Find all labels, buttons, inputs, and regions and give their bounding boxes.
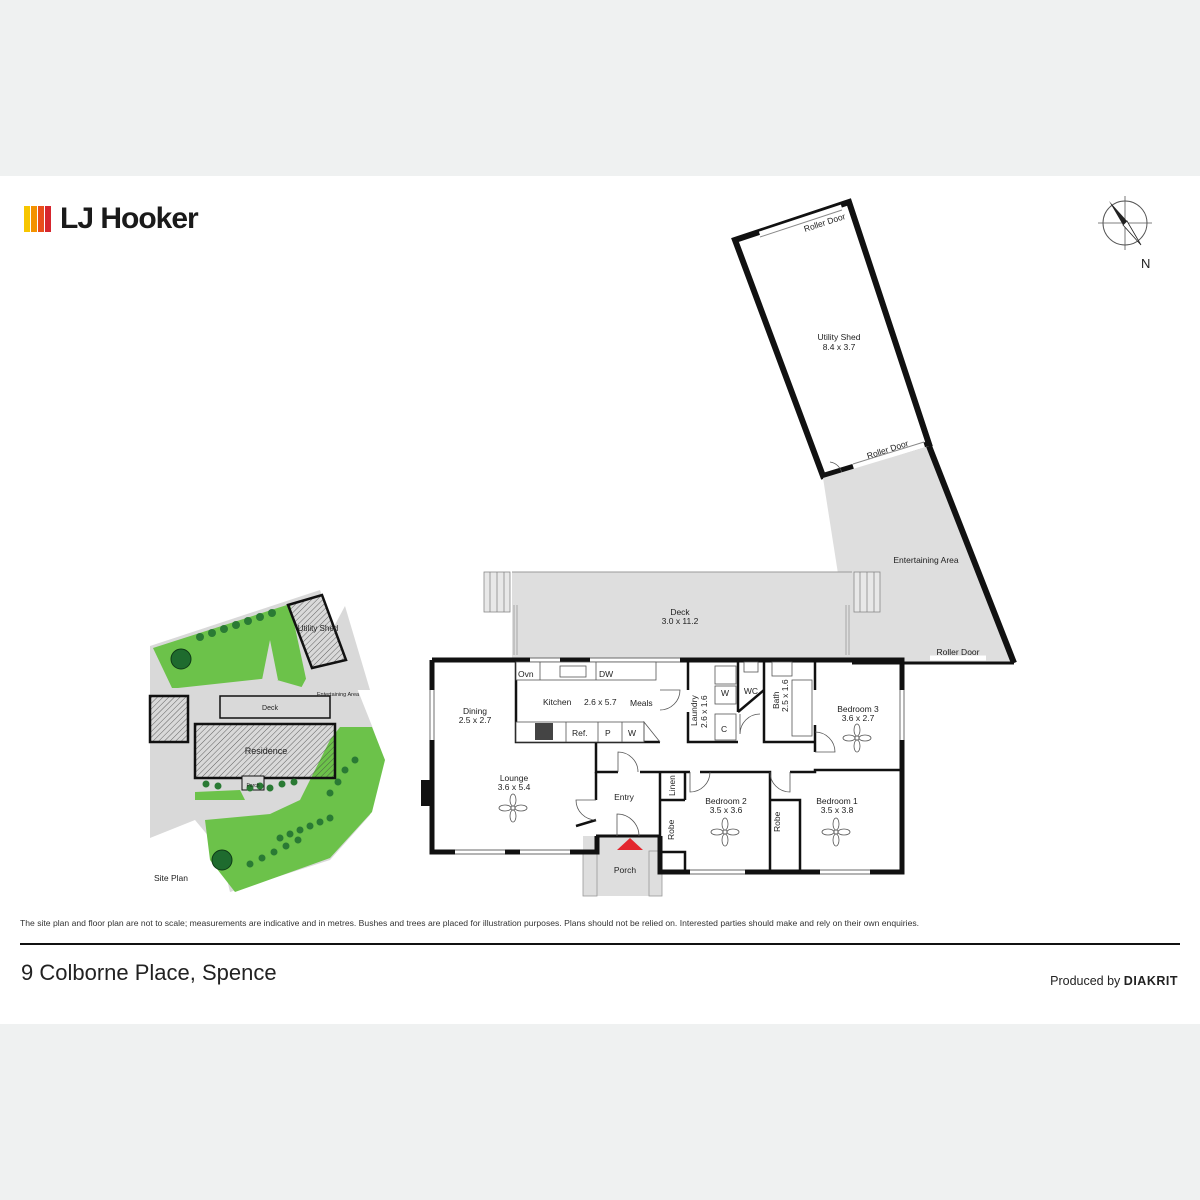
fixture-label: Ref. — [572, 728, 588, 738]
disclaimer-text: The site plan and floor plan are not to … — [20, 918, 920, 928]
fixture-label: Ovn — [518, 669, 534, 679]
site-label: Utility Shed — [298, 624, 338, 633]
room-dims: 2.6 x 5.7 — [584, 697, 617, 707]
site-label: Entertaining Area — [317, 692, 360, 698]
fixture-label: DW — [599, 669, 613, 679]
brand-name: LJ Hooker — [60, 202, 199, 235]
brand-logo: LJ Hooker — [24, 202, 199, 235]
logo-stripe — [31, 206, 37, 232]
fixture-label: Robe — [772, 811, 782, 832]
compass-icon: N — [1098, 196, 1152, 271]
basin-icon — [771, 661, 793, 677]
credit-company: DIAKRIT — [1123, 974, 1178, 988]
ceiling-fan-icon — [821, 817, 851, 847]
fireplace — [421, 780, 431, 806]
room-dims: 3.5 x 3.6 — [710, 805, 743, 815]
room-dims: 3.6 x 5.4 — [498, 782, 531, 792]
fixture-label: C — [721, 724, 727, 734]
site-label: Deck — [262, 705, 278, 712]
divider — [20, 943, 1180, 945]
room-name: Kitchen — [543, 697, 572, 707]
room-name: Bath — [771, 691, 781, 709]
fixture-label: W — [721, 688, 729, 698]
room-name: Utility Shed — [818, 332, 861, 342]
compass-label: N — [1141, 256, 1150, 271]
room-name: Dining — [463, 706, 487, 716]
room-dims: 2.6 x 1.6 — [699, 695, 709, 728]
fixture-label: Robe — [666, 819, 676, 840]
fixture-label: Linen — [667, 775, 677, 796]
residence-floor-plan: Dining 2.5 x 2.7 Kitchen 2.6 x 5.7 Meals… — [421, 657, 905, 897]
deck-steps-right — [853, 571, 881, 613]
logo-stripe — [38, 206, 44, 232]
room-name: WC — [744, 686, 758, 696]
tree-icon — [211, 849, 233, 871]
room-name: Entry — [614, 792, 635, 802]
entry-arrow-icon — [617, 838, 643, 850]
roller-door-label: Roller Door — [937, 647, 980, 657]
bathtub-icon — [791, 679, 813, 737]
deck-steps-left — [483, 571, 511, 613]
site-label: Residence — [245, 746, 288, 756]
room-name: Laundry — [689, 695, 699, 726]
fixture-label: P — [605, 728, 611, 738]
room-name: Bedroom 3 — [837, 704, 879, 714]
room-name: Deck — [670, 607, 690, 617]
room-dims: 2.5 x 1.6 — [780, 679, 790, 712]
cooktop-icon — [535, 723, 553, 740]
room-name: Bedroom 1 — [816, 796, 858, 806]
room-name: Bedroom 2 — [705, 796, 747, 806]
deck: Deck 3.0 x 11.2 — [483, 571, 881, 660]
room-name: Lounge — [500, 773, 529, 783]
room-dims: 3.5 x 3.8 — [821, 805, 854, 815]
site-label: Porch — [246, 783, 259, 789]
room-name: Entertaining Area — [893, 555, 958, 565]
producer-credit: Produced by DIAKRIT — [1050, 974, 1178, 988]
site-plan-title: Site Plan — [154, 873, 188, 883]
fixture-label: W — [628, 728, 636, 738]
room-dims: 3.0 x 11.2 — [662, 616, 699, 626]
ceiling-fan-icon — [498, 793, 528, 823]
ceiling-fan-icon — [710, 817, 740, 847]
logo-stripe — [45, 206, 51, 232]
room-name: Meals — [630, 698, 653, 708]
room-name: Porch — [614, 865, 636, 875]
shrub-row — [196, 609, 359, 868]
utility-shed: Roller Door Roller Door Utility Shed 8.4… — [731, 198, 933, 480]
sink-icon — [559, 665, 587, 678]
room-dims: 2.5 x 2.7 — [459, 715, 492, 725]
property-address: 9 Colborne Place, Spence — [21, 960, 277, 985]
toilet-icon — [743, 661, 759, 673]
credit-prefix: Produced by — [1050, 974, 1121, 988]
logo-stripe — [24, 206, 30, 232]
site-plan: Utility Shed Entertaining Area Deck Resi… — [148, 590, 385, 892]
tree-icon — [170, 648, 192, 670]
room-dims: 8.4 x 3.7 — [823, 342, 856, 352]
room-dims: 3.6 x 2.7 — [842, 713, 875, 723]
ceiling-fan-icon — [842, 723, 872, 753]
